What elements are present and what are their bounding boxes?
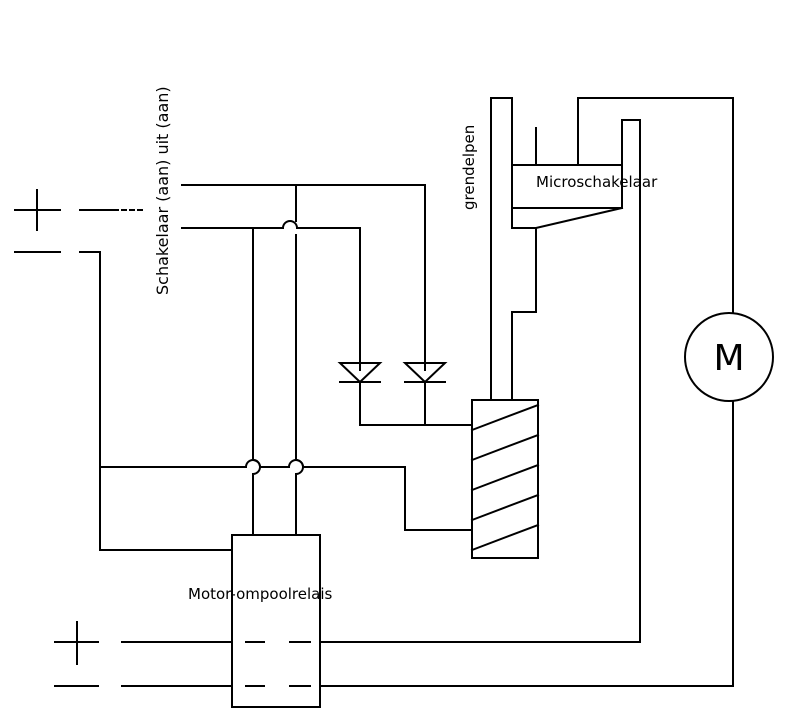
switch-line-top bbox=[181, 184, 426, 371]
motor-circle bbox=[684, 312, 774, 402]
microswitch bbox=[319, 97, 734, 643]
motor-label: M bbox=[713, 338, 744, 379]
relay-body bbox=[231, 534, 321, 708]
coil-winding bbox=[470, 403, 540, 432]
motor-lower-wire bbox=[319, 400, 734, 687]
bolt-label: grendelpen bbox=[460, 125, 478, 210]
switch-line-bottom bbox=[181, 220, 361, 371]
microswitch-label: Microschakelaar bbox=[536, 173, 658, 191]
diode-right-triangle bbox=[402, 362, 448, 384]
minus-rail-path bbox=[99, 251, 233, 551]
motor bbox=[319, 312, 774, 687]
relay-feed-wires bbox=[252, 184, 304, 536]
relay-feed-left bbox=[252, 227, 261, 536]
minus-rail bbox=[99, 251, 473, 551]
bolt-right-edge bbox=[511, 97, 537, 401]
diode-left-triangle bbox=[337, 362, 383, 384]
bolt-plunger bbox=[490, 97, 537, 401]
coil-winding bbox=[470, 463, 540, 492]
coil-return-wire bbox=[99, 459, 473, 531]
coil-winding bbox=[470, 433, 540, 462]
power-terminal-top bbox=[14, 189, 146, 253]
coil-body bbox=[471, 399, 539, 559]
solenoid-coil bbox=[470, 399, 540, 559]
coil-winding bbox=[470, 523, 540, 552]
diode-left bbox=[337, 362, 383, 426]
coil-winding bbox=[470, 493, 540, 522]
diode-right bbox=[402, 362, 448, 426]
microswitch-lever bbox=[511, 206, 624, 229]
microswitch-return-wire bbox=[319, 119, 641, 643]
switch-outputs bbox=[181, 184, 426, 371]
relay-feed-right bbox=[295, 234, 304, 536]
switch-label: Schakelaar (aan) uit (aan) bbox=[153, 86, 172, 295]
relay-label: Motor-ompoolrelais bbox=[188, 585, 333, 603]
microswitch-to-motor-wire bbox=[577, 97, 734, 313]
reversing-relay bbox=[231, 534, 321, 708]
power-terminal-bottom bbox=[54, 621, 311, 687]
